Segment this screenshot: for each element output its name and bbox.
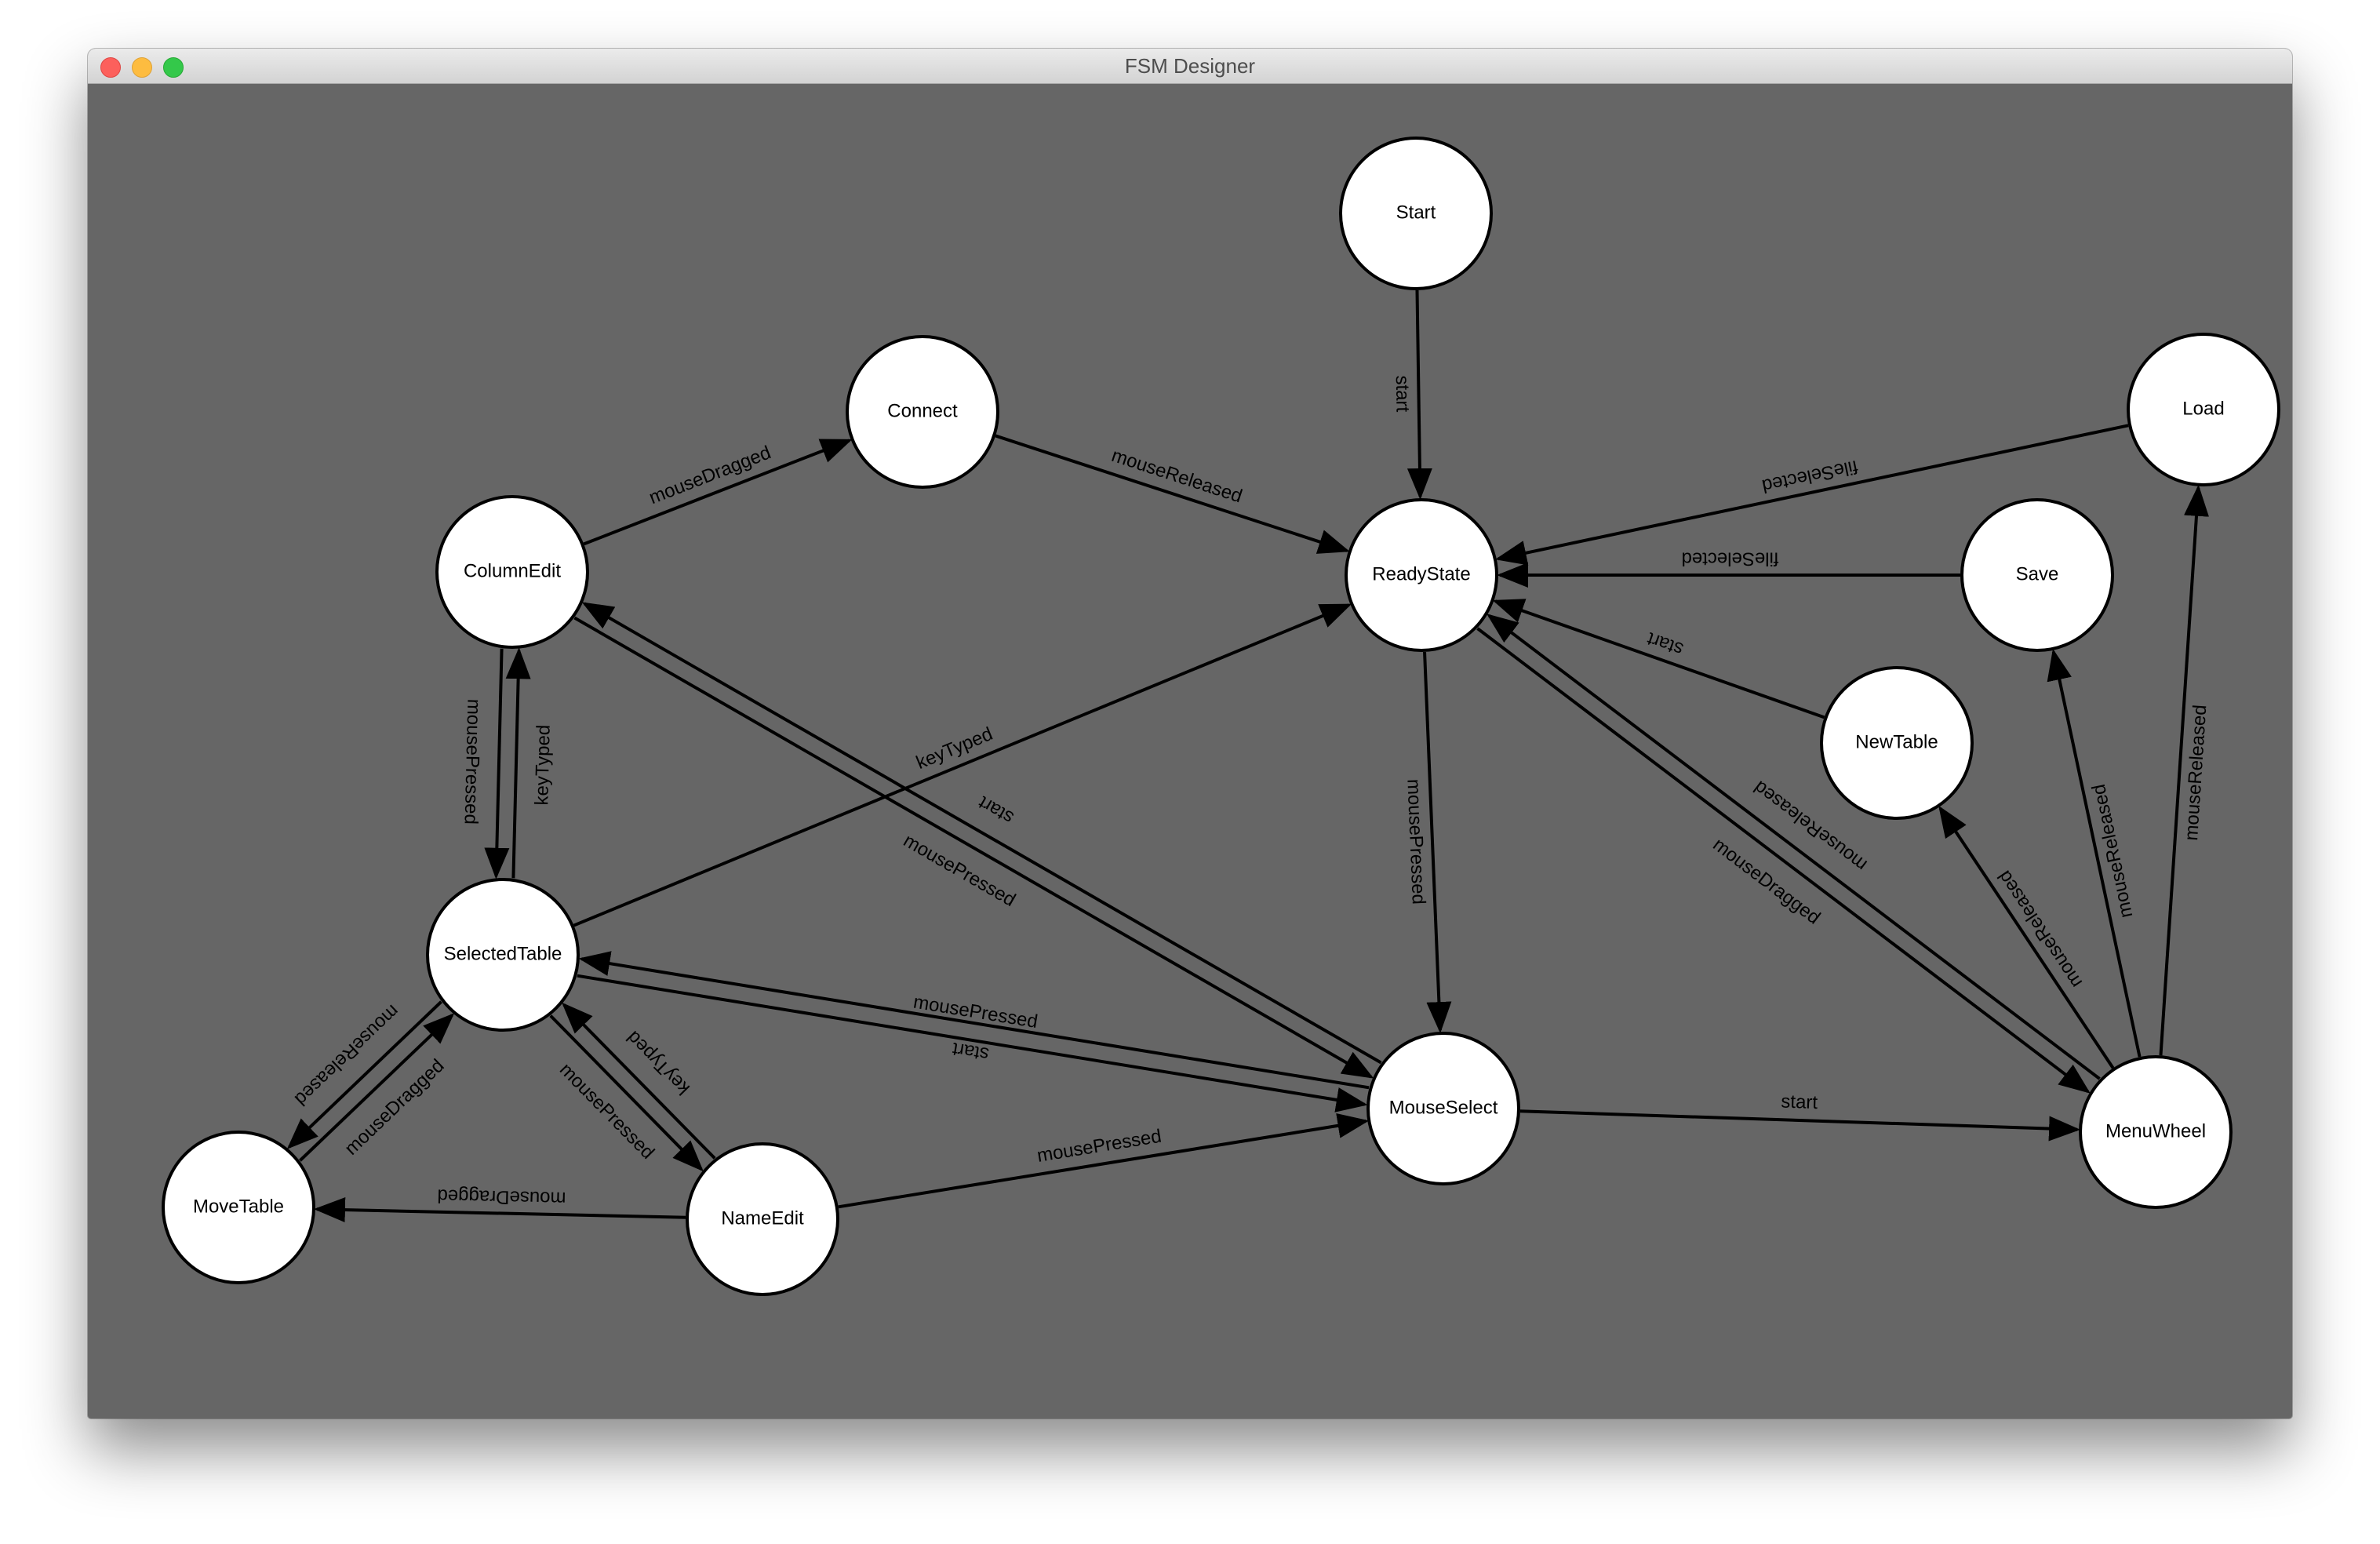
state-label: MoveTable	[193, 1196, 284, 1217]
state-circle[interactable]	[686, 1142, 839, 1296]
state-label: NewTable	[1855, 731, 1938, 752]
transition-menu-wheel-to-ready-state[interactable]	[1487, 614, 2101, 1080]
state-save[interactable]: Save	[1960, 498, 2114, 652]
state-ready-state[interactable]: ReadyState	[1345, 498, 1498, 652]
transition-label: mouseDragged	[437, 1185, 566, 1209]
transition-label: start	[975, 792, 1017, 828]
transition-label: mousePressed	[1403, 778, 1429, 905]
transition-column-edit-to-mouse-select[interactable]	[573, 616, 1374, 1079]
transition-selected-table-to-ready-state[interactable]	[573, 603, 1352, 927]
state-menu-wheel[interactable]: MenuWheel	[2079, 1055, 2233, 1209]
state-label: Load	[2182, 398, 2224, 419]
minimize-icon[interactable]	[132, 57, 152, 78]
transition-selected-table-to-name-edit[interactable]	[549, 1014, 704, 1172]
state-circle[interactable]	[2127, 333, 2280, 486]
state-circle[interactable]	[2079, 1055, 2233, 1209]
transition-label: mouseDragged	[646, 442, 774, 508]
state-name-edit[interactable]: NameEdit	[686, 1142, 839, 1296]
state-circle[interactable]	[1820, 666, 1974, 820]
state-label: Start	[1396, 202, 1436, 223]
transition-name-edit-to-selected-table[interactable]	[562, 1002, 716, 1160]
state-circle[interactable]	[435, 495, 589, 649]
transition-label: mousePressed	[912, 992, 1039, 1032]
transition-label: start	[1392, 375, 1414, 412]
transition-mouse-select-to-menu-wheel[interactable]	[1519, 1109, 2081, 1142]
transition-column-edit-to-connect[interactable]	[583, 439, 853, 546]
transition-connect-to-ready-state[interactable]	[995, 434, 1350, 554]
state-label: ColumnEdit	[464, 560, 561, 581]
state-new-table[interactable]: NewTable	[1820, 666, 1974, 820]
transition-selected-table-to-move-table[interactable]	[286, 1000, 442, 1149]
transition-selected-table-to-column-edit[interactable]	[505, 647, 531, 879]
transition-column-edit-to-selected-table[interactable]	[484, 648, 510, 879]
state-label: ReadyState	[1372, 563, 1470, 584]
state-selected-table[interactable]: SelectedTable	[426, 878, 580, 1032]
state-circle[interactable]	[426, 878, 580, 1032]
app-window: FSM Designer start mouseDragged mouseRelea…	[88, 49, 2292, 1418]
transition-label: mousePressed	[460, 699, 485, 825]
window-title: FSM Designer	[1124, 54, 1256, 78]
state-label: NameEdit	[721, 1207, 804, 1229]
state-connect[interactable]: Connect	[846, 335, 999, 489]
transition-selected-table-to-mouse-select[interactable]	[577, 974, 1368, 1112]
transition-new-table-to-ready-state[interactable]	[1492, 599, 1825, 719]
close-icon[interactable]	[100, 57, 121, 78]
transition-label: keyTyped	[623, 1027, 694, 1099]
maximize-icon[interactable]	[163, 57, 184, 78]
fsm-canvas[interactable]: start mouseDragged mouseReleased fileSelect…	[88, 84, 2292, 1418]
state-column-edit[interactable]: ColumnEdit	[435, 495, 589, 649]
state-circle[interactable]	[162, 1131, 315, 1284]
state-circle[interactable]	[1339, 137, 1493, 290]
transition-label: start	[1781, 1091, 1818, 1114]
transition-label: keyTyped	[531, 724, 555, 805]
transition-label: mouseReleased	[2181, 704, 2211, 841]
state-label: MouseSelect	[1389, 1097, 1498, 1118]
transition-menu-wheel-to-new-table[interactable]	[1938, 805, 2115, 1069]
transition-menu-wheel-to-load[interactable]	[2159, 484, 2209, 1056]
transition-label: fileSelected	[1760, 456, 1860, 497]
transition-label: mousePressed	[1035, 1126, 1163, 1167]
state-circle[interactable]	[1960, 498, 2114, 652]
transition-ready-state-to-menu-wheel[interactable]	[1476, 627, 2091, 1094]
transition-name-edit-to-mouse-select[interactable]	[838, 1113, 1370, 1209]
transition-move-table-to-selected-table[interactable]	[299, 1013, 455, 1162]
state-label: Connect	[887, 400, 958, 421]
title-bar[interactable]: FSM Designer	[88, 49, 2292, 84]
state-circle[interactable]	[846, 335, 999, 489]
transition-label: keyTyped	[913, 723, 995, 774]
state-start[interactable]: Start	[1339, 137, 1493, 290]
state-circle[interactable]	[1366, 1032, 1520, 1185]
state-load[interactable]: Load	[2127, 333, 2280, 486]
transition-menu-wheel-to-save[interactable]	[2047, 648, 2142, 1058]
transition-load-to-ready-state[interactable]	[1494, 424, 2129, 566]
state-label: Save	[2016, 563, 2059, 584]
state-label: SelectedTable	[444, 943, 562, 964]
state-circle[interactable]	[1345, 498, 1498, 652]
transition-start-to-ready-state[interactable]	[1407, 290, 1432, 501]
transition-mouse-select-to-column-edit[interactable]	[581, 602, 1382, 1065]
transitions-layer	[286, 290, 2209, 1223]
transition-label: mouseReleased	[1109, 445, 1245, 508]
transition-label: fileSelected	[1681, 548, 1778, 570]
state-move-table[interactable]: MoveTable	[162, 1131, 315, 1284]
transition-label: mouseReleased	[1994, 867, 2087, 992]
transition-name-edit-to-move-table[interactable]	[313, 1197, 686, 1223]
transition-ready-state-to-mouse-select[interactable]	[1423, 651, 1452, 1034]
state-mouse-select[interactable]: MouseSelect	[1366, 1032, 1520, 1185]
state-label: MenuWheel	[2105, 1120, 2206, 1142]
transition-mouse-select-to-selected-table[interactable]	[578, 951, 1370, 1090]
